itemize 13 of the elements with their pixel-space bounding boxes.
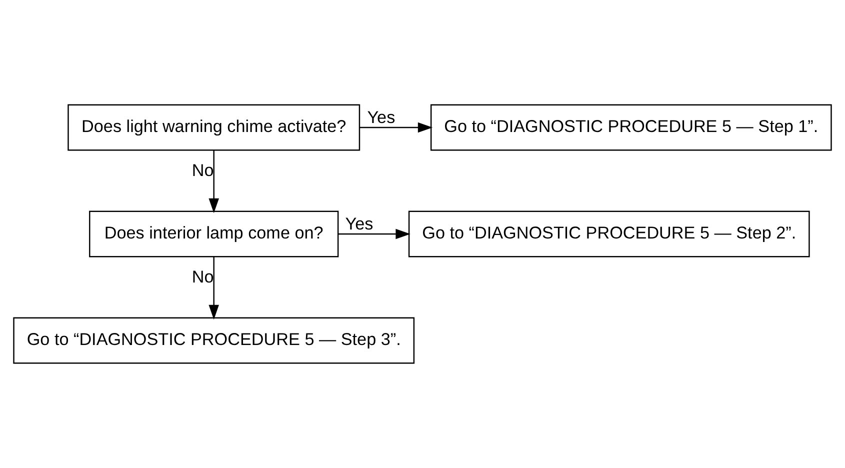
node-box: Does interior lamp come on? <box>89 210 339 258</box>
node-box: Go to “DIAGNOSTIC PROCEDURE 5 — Step 3”. <box>13 317 415 364</box>
arrow <box>338 228 410 240</box>
edge-label: No <box>192 266 214 287</box>
node-box: Go to “DIAGNOSTIC PROCEDURE 5 — Step 1”. <box>430 104 832 151</box>
arrow <box>360 122 433 133</box>
edge-label: Yes <box>345 213 374 234</box>
edge-label: No <box>192 160 214 180</box>
node-box: Does light warning chime activate? <box>68 104 360 151</box>
node-box: Go to “DIAGNOSTIC PROCEDURE 5 — Step 2”. <box>408 210 810 258</box>
arrow <box>208 150 219 214</box>
edge-label: Yes <box>367 106 396 127</box>
arrow <box>208 256 219 320</box>
